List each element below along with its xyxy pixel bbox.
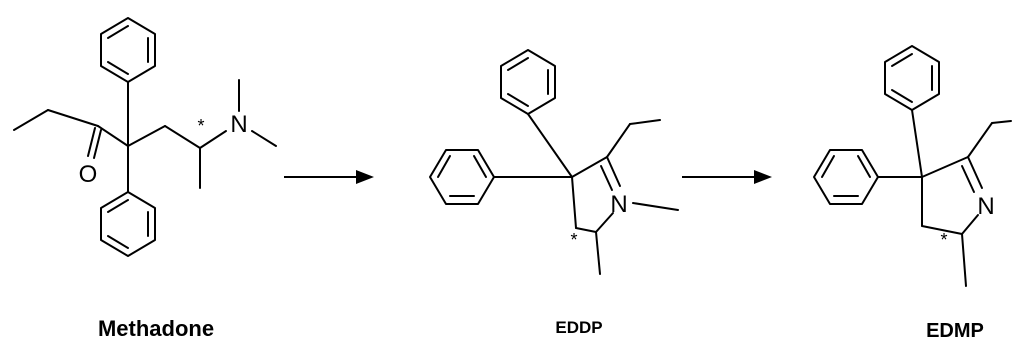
eddp-bond-n-methyl bbox=[632, 202, 679, 211]
edmp-double-bond-c2-n-a bbox=[967, 156, 983, 189]
methadone-bond-ch2 bbox=[127, 125, 166, 147]
eddp-double-bond-c2-n-b bbox=[600, 165, 613, 191]
methadone-lower-phenyl-ring bbox=[100, 191, 156, 257]
eddp-double-bond-c2-n-a bbox=[606, 156, 621, 187]
methadone-bond-ch bbox=[164, 125, 201, 149]
edmp-bond-ethyl-2 bbox=[991, 120, 1012, 124]
edmp-bond-c5-c4 bbox=[921, 225, 963, 235]
methadone-oxygen-label: O bbox=[79, 161, 98, 188]
edmp-stereocenter-marker: * bbox=[940, 230, 947, 250]
compound-name-edmp: EDMP bbox=[926, 320, 984, 342]
eddp-structure: N * bbox=[429, 49, 679, 275]
methadone-bond-n-methyl-right bbox=[251, 130, 277, 147]
eddp-bond-c4-c3 bbox=[571, 176, 577, 229]
methadone-bond-ethyl-2 bbox=[13, 109, 49, 131]
eddp-bond-c5-c4 bbox=[575, 227, 597, 233]
eddp-stereocenter-marker: * bbox=[570, 230, 577, 250]
compound-name-eddp: EDDP bbox=[555, 318, 602, 337]
eddp-bond-ethyl-1 bbox=[606, 123, 631, 158]
eddp-bond-c3-top-ring bbox=[527, 113, 573, 178]
reaction-arrow-2 bbox=[682, 170, 772, 184]
methadone-upper-phenyl-ring bbox=[100, 17, 156, 83]
compound-name-methadone: Methadone bbox=[98, 316, 214, 341]
eddp-bond-n-c5 bbox=[595, 212, 614, 233]
edmp-bond-c3-c2 bbox=[921, 156, 969, 178]
eddp-bond-c5-methyl bbox=[595, 231, 601, 275]
edmp-double-bond-c2-n-b bbox=[961, 165, 975, 193]
methadone-bond-ethyl-1 bbox=[47, 109, 99, 127]
eddp-bond-ethyl-2 bbox=[629, 119, 661, 125]
eddp-top-phenyl-ring bbox=[500, 49, 556, 115]
edmp-top-phenyl-ring bbox=[884, 45, 940, 111]
edmp-bond-c5-methyl bbox=[961, 233, 967, 287]
methadone-stereocenter-marker: * bbox=[197, 116, 204, 136]
edmp-structure: N * bbox=[813, 45, 1012, 287]
methadone-carbonyl-bond-2 bbox=[93, 129, 102, 159]
methadone-structure: O N * bbox=[13, 17, 277, 257]
reaction-arrow-1 bbox=[284, 170, 374, 184]
eddp-left-phenyl-ring bbox=[429, 149, 495, 205]
methadone-bond-carbonyl-c bbox=[97, 125, 129, 147]
eddp-bond-c3-c2 bbox=[571, 156, 608, 178]
methadone-nitrogen-label: N bbox=[230, 111, 247, 138]
edmp-bond-ethyl-1 bbox=[967, 122, 993, 158]
edmp-nitrogen-label: N bbox=[977, 193, 994, 220]
eddp-nitrogen-label: N bbox=[610, 191, 627, 218]
edmp-left-phenyl-ring bbox=[813, 149, 879, 205]
edmp-bond-n-c5 bbox=[961, 214, 979, 235]
methadone-carbonyl-bond-1 bbox=[87, 127, 96, 157]
edmp-bond-c3-top-ring bbox=[911, 109, 923, 178]
methadone-bond-ch-n bbox=[199, 130, 227, 149]
